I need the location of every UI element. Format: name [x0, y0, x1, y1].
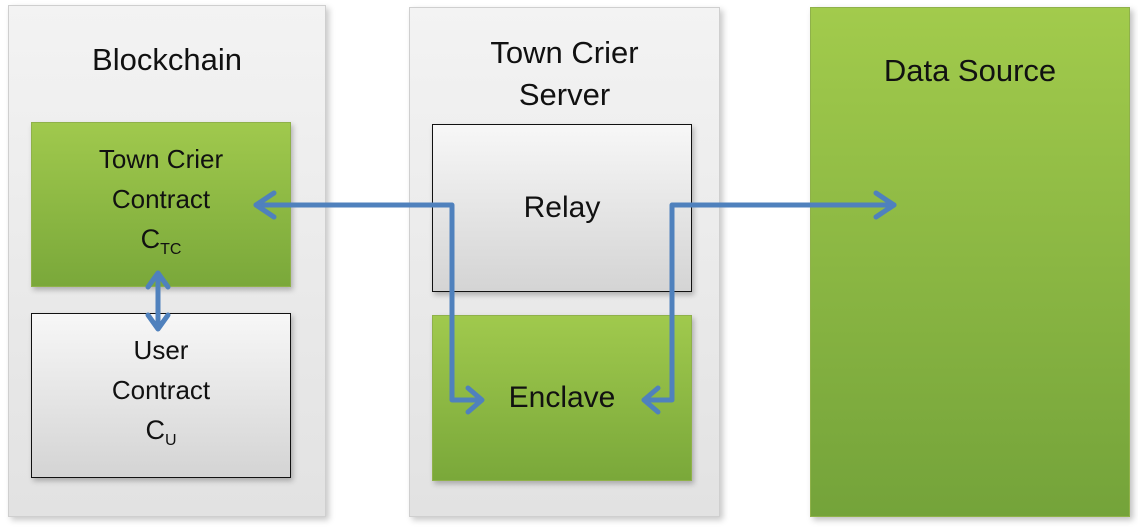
user-contract-line2: Contract: [111, 375, 211, 405]
town-crier-contract-line1: Town Crier: [98, 144, 224, 174]
ctc-symbol: C: [140, 224, 161, 254]
town-crier-contract-line2: Contract: [111, 184, 211, 214]
town-crier-contract-symbol: CTC: [141, 219, 182, 270]
user-contract-box: User Contract CU: [31, 313, 291, 478]
cu-subscript: U: [164, 432, 177, 449]
relay-label: Relay: [523, 191, 601, 224]
server-title-line1: Town Crier: [490, 35, 639, 70]
data-source-title: Data Source: [883, 53, 1057, 88]
enclave-label: Enclave: [508, 381, 616, 414]
relay-box: Relay: [432, 124, 692, 292]
enclave-box: Enclave: [432, 315, 692, 481]
user-contract-symbol: CU: [145, 410, 176, 461]
ctc-subscript: TC: [160, 241, 182, 258]
cu-symbol: C: [145, 415, 165, 445]
server-title-line2: Server: [518, 77, 611, 112]
blockchain-title: Blockchain: [92, 42, 242, 77]
user-contract-line1: User: [133, 335, 189, 365]
data-source-panel: Data Source: [810, 7, 1130, 517]
town-crier-contract-box: Town Crier Contract CTC: [31, 122, 291, 287]
